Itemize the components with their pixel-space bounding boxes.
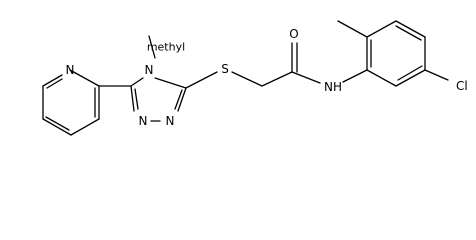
pyridine-ring (42, 69, 100, 136)
carbonyl-o-label: O (289, 27, 298, 41)
chloro-label: Cl (456, 79, 468, 93)
structure-diagram: N N methyl N N S O NH Cl (42, 20, 468, 136)
bond-aryl-chloro (424, 69, 449, 81)
pyridine-n-label: N (66, 63, 75, 77)
amide-nh-label: NH (324, 80, 342, 94)
triazole-n-left-label: N (139, 114, 148, 128)
methyl-label: methyl (147, 41, 185, 54)
linker-bonds (185, 42, 321, 89)
bond-n-methyl (148, 35, 156, 59)
triazole-n-right-label: N (166, 114, 175, 128)
triazole-n-methyl-label: N (145, 63, 154, 77)
sulfur-label: S (221, 62, 229, 76)
phenyl-ring (342, 20, 426, 87)
triazole-ring (130, 77, 187, 122)
bond-aryl-methyl (337, 20, 368, 38)
